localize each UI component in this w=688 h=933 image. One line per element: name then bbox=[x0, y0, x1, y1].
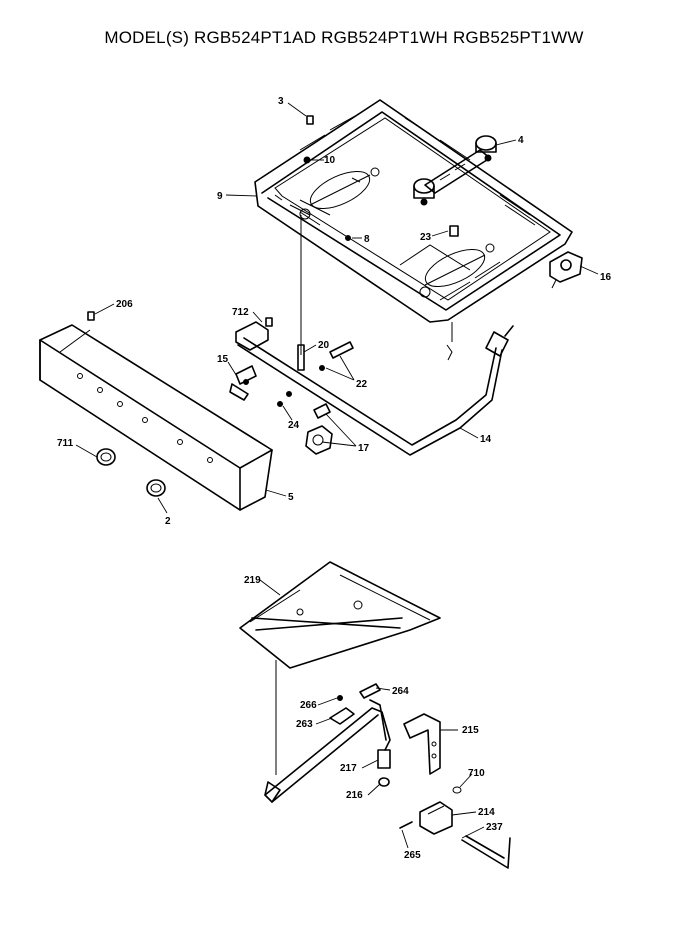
callout-214: 214 bbox=[478, 807, 495, 818]
callout-23: 23 bbox=[420, 232, 432, 243]
broiler-baffle bbox=[239, 561, 441, 669]
callout-24: 24 bbox=[288, 420, 300, 431]
lower-valve-assembly bbox=[399, 786, 511, 869]
burner-bracket bbox=[403, 713, 441, 775]
callout-20: 20 bbox=[318, 340, 330, 351]
callout-5: 5 bbox=[288, 492, 294, 503]
small-screws bbox=[277, 391, 292, 407]
callout-3: 3 bbox=[278, 96, 284, 107]
callout-4: 4 bbox=[518, 135, 524, 146]
callout-15: 15 bbox=[217, 354, 229, 365]
pilot-tube-pin bbox=[297, 344, 305, 371]
callout-216: 216 bbox=[346, 790, 363, 801]
callout-labels: 3 4 10 9 8 23 16 206 712 20 15 22 24 17 … bbox=[57, 96, 612, 861]
broiler-burner-tube bbox=[264, 699, 391, 803]
callout-217: 217 bbox=[340, 763, 357, 774]
callout-10: 10 bbox=[324, 155, 336, 166]
spark-electrodes bbox=[319, 341, 354, 371]
callout-264: 264 bbox=[392, 686, 409, 697]
callout-263: 263 bbox=[296, 719, 313, 730]
lower-fittings bbox=[377, 749, 391, 787]
callout-2: 2 bbox=[165, 516, 171, 527]
callout-9: 9 bbox=[217, 191, 223, 202]
lower-electrode-parts bbox=[329, 683, 381, 725]
callout-22: 22 bbox=[356, 379, 368, 390]
frame-screws bbox=[303, 115, 459, 241]
burner-box-frame bbox=[254, 99, 573, 323]
orifice-holder bbox=[305, 403, 333, 455]
manifold-tube bbox=[237, 325, 514, 456]
callout-265: 265 bbox=[404, 850, 421, 861]
callout-14: 14 bbox=[480, 434, 492, 445]
valve-orifice-assembly bbox=[413, 135, 497, 206]
knob-bushing bbox=[146, 479, 166, 497]
callout-712: 712 bbox=[232, 307, 249, 318]
leader-lines bbox=[75, 102, 599, 849]
callout-237: 237 bbox=[486, 822, 503, 833]
grommet bbox=[96, 448, 116, 466]
callout-17: 17 bbox=[358, 443, 370, 454]
callout-8: 8 bbox=[364, 234, 370, 245]
callout-206: 206 bbox=[116, 299, 133, 310]
callout-266: 266 bbox=[300, 700, 317, 711]
panel-screw bbox=[87, 311, 95, 321]
callout-16: 16 bbox=[600, 272, 612, 283]
valve-clip bbox=[229, 365, 257, 401]
callout-219: 219 bbox=[244, 575, 261, 586]
diagram-title: MODEL(S) RGB524PT1AD RGB524PT1WH RGB525P… bbox=[104, 28, 584, 47]
manifold-panel bbox=[39, 324, 273, 511]
mount-bracket bbox=[235, 317, 273, 351]
callout-710: 710 bbox=[468, 768, 485, 779]
right-bracket bbox=[549, 251, 583, 289]
callout-711: 711 bbox=[57, 438, 74, 449]
callout-215: 215 bbox=[462, 725, 479, 736]
